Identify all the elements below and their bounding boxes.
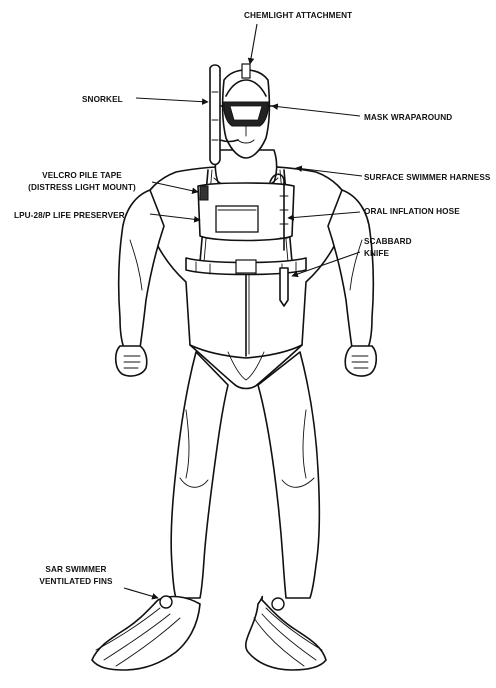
label-chemlight: CHEMLIGHT ATTACHMENT [244, 11, 352, 20]
right-fin-strap [272, 598, 284, 610]
left-fin-strap [160, 596, 172, 608]
leader-snorkel [136, 98, 208, 102]
leader-chemlight [250, 24, 257, 64]
snorkel [210, 65, 220, 165]
left-leg [171, 352, 228, 598]
velcro-tape [200, 186, 208, 200]
label-scabbard-line1: SCABBARD [364, 237, 412, 246]
label-life-preserver: LPU-28/P LIFE PRESERVER [14, 211, 125, 220]
left-fist [116, 346, 147, 376]
label-velcro-line1: VELCRO PILE TAPE [42, 171, 122, 180]
right-fist [345, 346, 376, 376]
label-oral-hose: ORAL INFLATION HOSE [364, 207, 460, 216]
swimmer-figure [92, 64, 376, 670]
label-fins-line1: SAR SWIMMER [45, 565, 106, 574]
knife-scabbard [280, 268, 288, 306]
label-snorkel: SNORKEL [82, 95, 123, 104]
left-fin [92, 597, 200, 670]
label-fins-line2: VENTILATED FINS [39, 577, 113, 586]
chemlight [242, 64, 250, 78]
label-velcro-line2: (DISTRESS LIGHT MOUNT) [28, 183, 136, 192]
left-arm [119, 190, 164, 348]
leader-mask [272, 106, 360, 116]
right-leg [258, 352, 319, 598]
label-scabbard-line2: KNIFE [364, 249, 390, 258]
label-mask: MASK WRAPAROUND [364, 113, 452, 122]
leader-fins [124, 588, 158, 598]
label-harness: SURFACE SWIMMER HARNESS [364, 173, 491, 182]
